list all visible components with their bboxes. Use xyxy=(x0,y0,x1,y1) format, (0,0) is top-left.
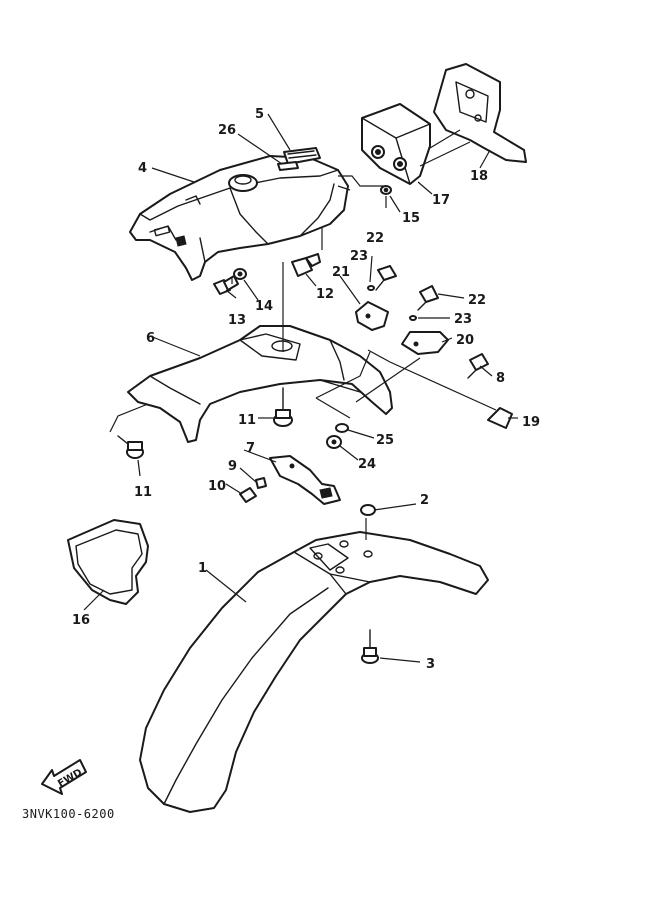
callout-5: 5 xyxy=(255,107,264,122)
callout-20: 20 xyxy=(456,333,474,348)
part-26-label xyxy=(277,161,299,171)
part-1-front-fender xyxy=(139,531,489,813)
fwd-arrow-icon: FWD xyxy=(41,759,87,795)
part-22-bolt-upper xyxy=(375,265,397,291)
callout-1: 1 xyxy=(198,561,207,576)
part-2-washer xyxy=(360,504,376,516)
part-25-washer xyxy=(335,423,349,433)
callout-18: 18 xyxy=(470,169,488,184)
callout-19: 19 xyxy=(522,415,540,430)
part-12-bolt xyxy=(291,253,321,277)
part-7-bracket xyxy=(269,455,341,505)
callout-11b: 11 xyxy=(134,485,152,500)
callout-16: 16 xyxy=(72,613,90,628)
callout-6: 6 xyxy=(146,331,155,346)
callout-25: 25 xyxy=(376,433,394,448)
part-11-bolt-b xyxy=(117,435,144,459)
part-10-nut xyxy=(239,487,257,503)
callout-2: 2 xyxy=(420,493,429,508)
callout-26: 26 xyxy=(218,123,236,138)
callout-17: 17 xyxy=(432,193,450,208)
part-5-emblem xyxy=(283,147,321,165)
callout-23a: 23 xyxy=(350,249,368,264)
callout-9: 9 xyxy=(228,459,237,474)
callout-15: 15 xyxy=(402,211,420,226)
callout-14: 14 xyxy=(255,299,273,314)
diagram-code: 3NVK100-6200 xyxy=(22,807,115,821)
callout-23b: 23 xyxy=(454,312,472,327)
part-22-bolt-right xyxy=(417,285,439,311)
part-4-cover xyxy=(129,155,349,281)
part-19-grommet xyxy=(487,407,513,429)
part-9-clip xyxy=(255,477,267,489)
assembly-lines xyxy=(109,129,497,540)
callout-22a: 22 xyxy=(366,231,384,246)
part-3-bolt xyxy=(361,629,379,664)
callout-13: 13 xyxy=(228,313,246,328)
part-23-spring-washer-upper xyxy=(367,285,375,291)
part-17-tail-light xyxy=(361,103,431,185)
callout-3: 3 xyxy=(426,657,435,672)
part-15-nut xyxy=(380,185,392,195)
part-11-bolt-a xyxy=(273,387,293,427)
part-21-stay xyxy=(355,301,389,331)
callout-24: 24 xyxy=(358,457,376,472)
callout-12: 12 xyxy=(316,287,334,302)
callout-22b: 22 xyxy=(468,293,486,308)
part-20-stay xyxy=(401,331,449,355)
part-14-washer xyxy=(233,268,247,280)
callout-8: 8 xyxy=(496,371,505,386)
part-8-bolt xyxy=(467,353,489,379)
part-18-bracket xyxy=(433,63,527,163)
callout-21: 21 xyxy=(332,265,350,280)
part-23-spring-washer-right xyxy=(409,315,417,321)
part-16-flap xyxy=(67,519,149,605)
callout-leaders xyxy=(83,113,518,663)
callout-11a: 11 xyxy=(238,413,256,428)
part-24-nut xyxy=(326,435,342,449)
callout-4: 4 xyxy=(138,161,147,176)
part-13-bolt xyxy=(213,275,239,295)
callout-labels: 5 26 4 17 18 15 22 23 21 12 14 13 22 23 … xyxy=(72,107,540,672)
callout-10: 10 xyxy=(208,479,226,494)
callout-7: 7 xyxy=(246,441,255,456)
